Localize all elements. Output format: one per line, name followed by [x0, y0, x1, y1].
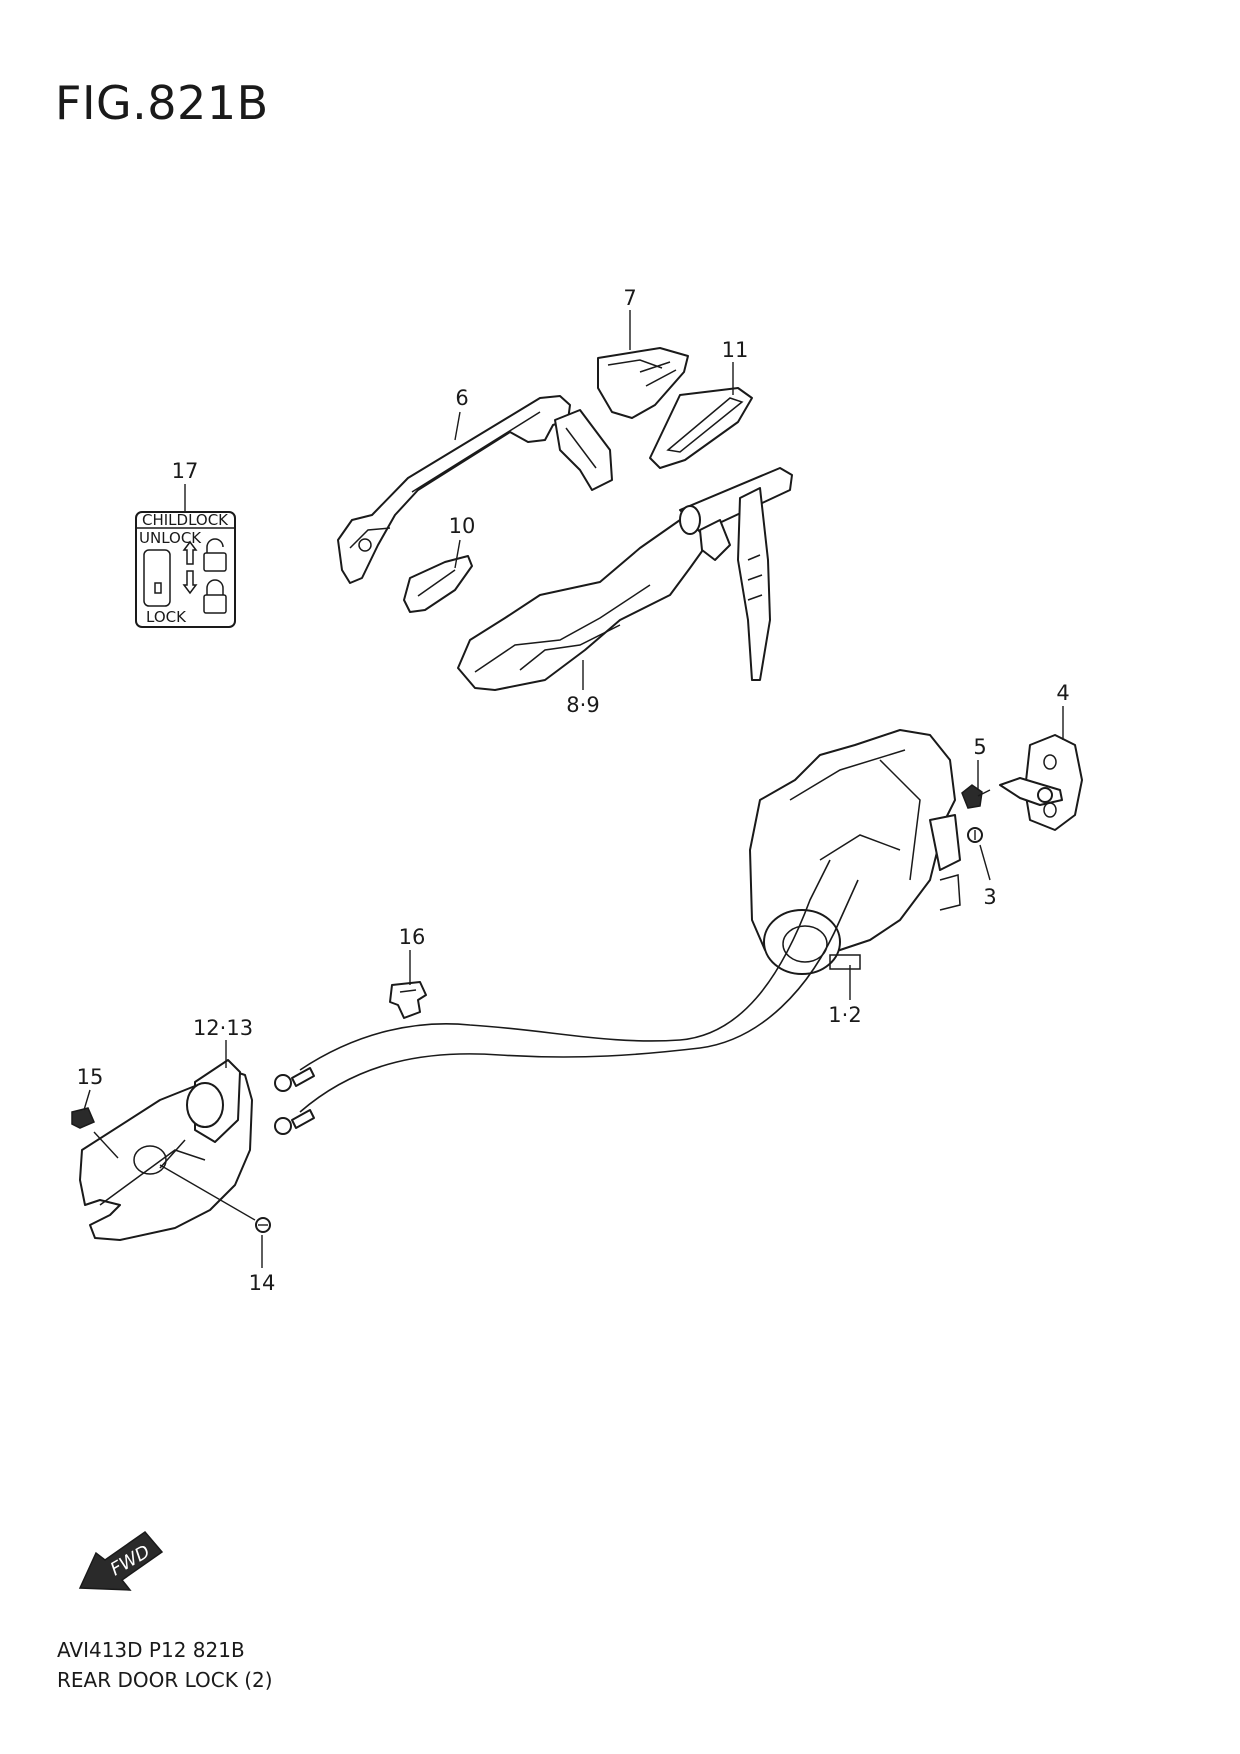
screw-14 [255, 1217, 271, 1233]
leader-lines [83, 310, 1064, 1268]
callout-5: 5 [973, 735, 986, 759]
child-lock-label: CHILDLOCK UNLOCK LOCK [135, 511, 236, 628]
handle-pad-gasket [649, 387, 753, 469]
fwd-direction-arrow: FWD [78, 1530, 164, 1591]
callout-10: 10 [449, 514, 476, 538]
callout-15: 15 [77, 1065, 104, 1089]
handle-frame [457, 467, 793, 691]
child-lock-label-lock: LOCK [146, 608, 187, 626]
callout-11: 11 [722, 338, 749, 362]
outside-handle [337, 395, 613, 584]
callout-3: 3 [983, 885, 996, 909]
figure-name: REAR DOOR LOCK (2) [57, 1668, 273, 1692]
callout-16: 16 [399, 925, 426, 949]
child-lock-label-unlock: UNLOCK [139, 529, 202, 547]
callout-7: 7 [623, 286, 636, 310]
lock-cables [274, 859, 859, 1135]
callout-4: 4 [1056, 681, 1069, 705]
handle-cap [597, 347, 689, 419]
callout-17: 17 [172, 459, 199, 483]
callout-1-2: 1·2 [828, 1003, 861, 1027]
callout-8-9: 8·9 [566, 693, 599, 717]
callout-12-13: 12·13 [193, 1016, 253, 1040]
figure-title: FIG.821B [55, 76, 269, 130]
inside-handle [79, 1059, 253, 1241]
door-lock-actuator [749, 729, 961, 975]
cable-clip [389, 981, 427, 1019]
child-lock-label-title: CHILDLOCK [142, 511, 229, 529]
callout-labels: 17 6 7 11 10 8·9 4 5 3 1·2 16 12·13 15 1… [77, 286, 1070, 1295]
callout-14: 14 [249, 1271, 276, 1295]
small-handle-pad [403, 555, 473, 613]
figure-code: AVI413D P12 821B [57, 1638, 245, 1662]
figure-footer: AVI413D P12 821B REAR DOOR LOCK (2) [57, 1635, 273, 1695]
stopper-cap [71, 1107, 95, 1129]
door-striker [999, 734, 1083, 831]
screw-5 [961, 784, 991, 809]
screw-3 [967, 827, 983, 843]
callout-6: 6 [455, 386, 468, 410]
